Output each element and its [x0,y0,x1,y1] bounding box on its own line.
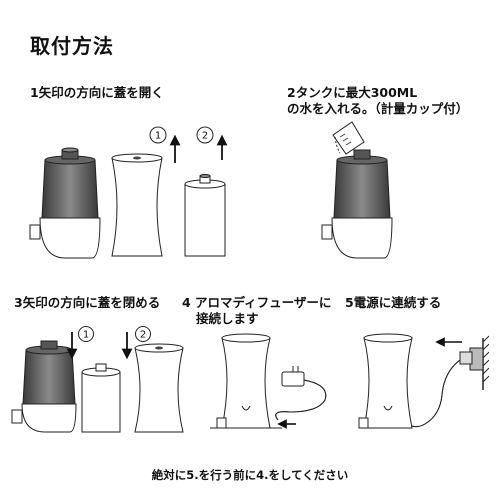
marker-two-label-2: 2 [140,330,146,341]
step1-arrow-2: 2 [196,126,228,160]
power-adapter-plug [281,366,305,387]
step1-outer-cover [111,153,163,257]
step4-diffuser [210,333,282,429]
step2-caption-line1: 2タンクに最大300ML [287,85,418,100]
measuring-cup [332,121,365,155]
marker-one-label: 1 [155,131,161,142]
step1-base-unit [29,147,101,259]
step1-arrow-1: 1 [149,126,181,163]
step1-caption: 1矢印の方向に蓋を開く [30,85,164,100]
step3-arrow-1: 1 [66,326,94,360]
step1-tank [184,174,226,257]
step5-power-cable [411,359,461,428]
warning-note: 絶対に5.を行う前に4.をしてください [151,468,349,482]
step4-caption-line2: 接続します [196,311,259,326]
power-cable [275,379,327,429]
wall-outlet [435,335,490,390]
step4-caption-line1: 4 アロマディフューザーに [182,295,332,310]
page-title: 取付方法 [30,34,114,58]
step3-outer-cover [134,343,184,433]
step3-caption: 3矢印の方向に蓋を閉める [14,295,161,310]
marker-two-label: 2 [202,131,208,142]
step2-base-unit [321,149,393,259]
step3-arrow-2: 2 [121,326,151,360]
step2-caption-line2: の水を入れる。（計量カップ付） [287,101,469,116]
marker-one-label-2: 1 [83,330,89,341]
step3-base-unit [11,340,77,433]
step5-diffuser [358,333,413,429]
step5-caption: 5電源に連続する [345,295,442,310]
step3-tank [81,363,121,433]
